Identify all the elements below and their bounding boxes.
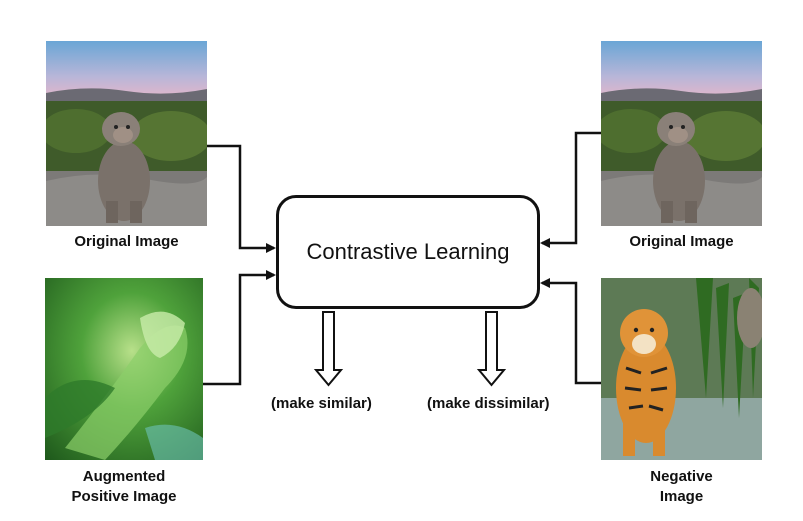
make-similar-label: (make similar)	[271, 395, 372, 412]
monkey-photo	[46, 41, 207, 226]
arrow-original-to-center	[207, 144, 276, 253]
down-arrow-dissimilar	[476, 311, 507, 387]
negative-image	[601, 278, 762, 460]
make-dissimilar-label: (make dissimilar)	[427, 395, 550, 412]
down-arrow-similar	[313, 311, 344, 387]
caption-original-left: Original Image	[74, 233, 179, 250]
caption-negative-line1: Negative	[650, 468, 713, 485]
caption-augmented-line2: Positive Image	[71, 488, 177, 505]
caption-negative: Negative Image	[601, 467, 762, 507]
contrastive-learning-box: Contrastive Learning	[276, 195, 540, 309]
tiger-photo	[601, 278, 762, 460]
caption-augmented-line1: Augmented	[82, 468, 166, 485]
arrow-augmented-to-center	[203, 270, 276, 386]
augmented-monkey-photo	[45, 278, 203, 460]
original-image-right	[601, 41, 762, 226]
caption-original-right: Original Image	[629, 233, 734, 250]
augmented-positive-image	[45, 278, 203, 460]
monkey-photo	[601, 41, 762, 226]
arrow-negative-to-center	[540, 278, 601, 385]
caption-augmented: Augmented Positive Image	[45, 467, 203, 507]
arrow-original-right-to-center	[540, 131, 601, 248]
caption-negative-line2: Image	[659, 488, 704, 505]
contrastive-learning-label: Contrastive Learning	[306, 239, 510, 264]
original-image-left	[46, 41, 207, 226]
